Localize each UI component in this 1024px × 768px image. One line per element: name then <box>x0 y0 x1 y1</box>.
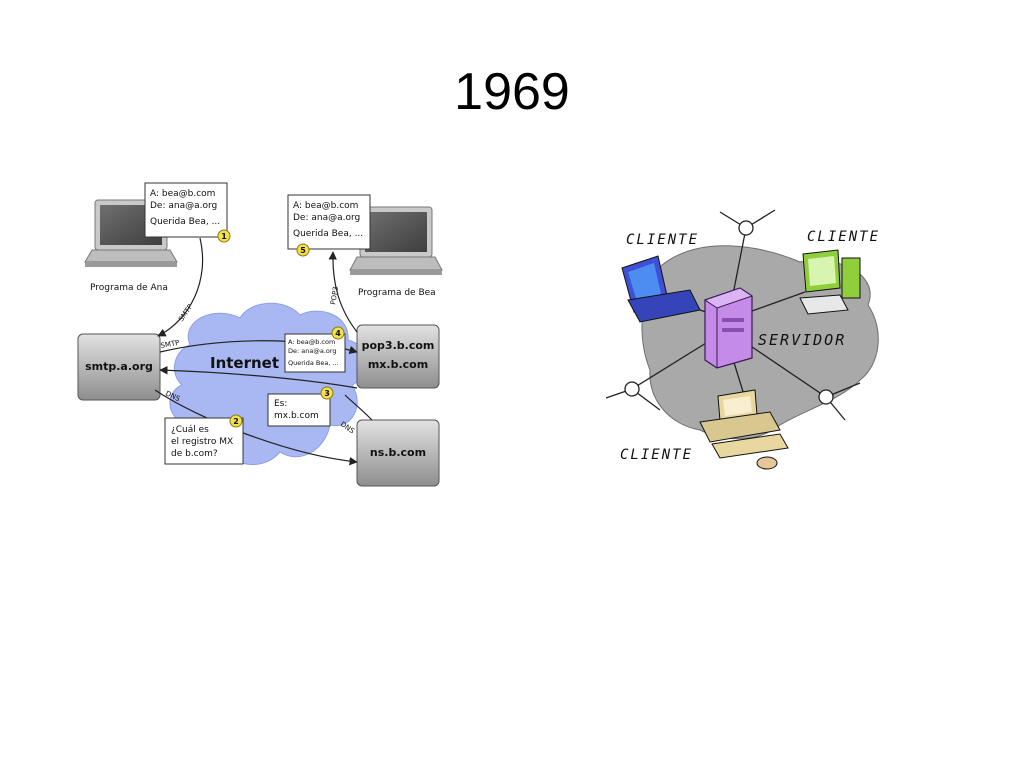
client-server-diagram: CLIENTE CLIENTE CLIENTE SERVIDOR <box>605 209 880 470</box>
note-3: Es: mx.b.com 3 <box>267 386 334 427</box>
note-4-line-1: A: bea@b.com <box>288 338 335 346</box>
note-4-line-3: Querida Bea, ... <box>288 359 339 367</box>
client-beige-computer-icon <box>699 389 789 470</box>
note-5: A: bea@b.com De: ana@a.org Querida Bea, … <box>287 194 371 257</box>
note-2-line-1: ¿Cuál es <box>171 425 209 435</box>
note-1-line-2: De: ana@a.org <box>150 201 217 211</box>
arrow-dns-query <box>154 389 358 466</box>
note-1: A: bea@b.com De: ana@a.org Querida Bea, … <box>144 182 231 243</box>
step-2-badge: 2 <box>233 417 239 426</box>
step-3-badge: 3 <box>324 389 330 398</box>
laptop-bea-label: Programa de Bea <box>358 288 436 298</box>
note-2: ¿Cuál es el registro MX de b.com? 2 <box>164 414 244 465</box>
note-1-line-3: Querida Bea, ... <box>150 217 220 227</box>
step-4-badge: 4 <box>335 329 341 338</box>
client-label-top-right: CLIENTE <box>807 229 880 245</box>
note-3-line-2: mx.b.com <box>274 411 319 421</box>
client-label-bottom: CLIENTE <box>620 447 693 463</box>
server-ns-label: ns.b.com <box>370 446 426 459</box>
note-2-line-2: el registro MX <box>171 437 233 447</box>
client-green-computer-icon <box>799 249 861 315</box>
note-3-line-1: Es: <box>274 399 287 409</box>
note-5-line-1: A: bea@b.com <box>293 201 358 211</box>
protocol-pop3: POP3 <box>329 286 340 306</box>
email-diagram: Internet Programa de Ana Programa de Bea… <box>77 182 443 487</box>
arrow-smtp-1 <box>157 237 204 337</box>
note-2-line-3: de b.com? <box>171 449 218 459</box>
note-4: A: bea@b.com De: ana@a.org Querida Bea, … <box>284 326 346 373</box>
arrow-pop3 <box>328 251 358 333</box>
client-label-top-left: CLIENTE <box>626 232 699 248</box>
internet-label: Internet <box>210 354 279 372</box>
client-blue-computer-icon <box>621 255 701 323</box>
laptop-bea-icon <box>349 206 443 275</box>
step-5-badge: 5 <box>300 246 306 255</box>
server-ns: ns.b.com <box>356 419 440 487</box>
note-5-line-3: Querida Bea, ... <box>293 229 363 239</box>
protocol-dns-2: DNS <box>339 420 356 436</box>
note-5-line-2: De: ana@a.org <box>293 213 360 223</box>
server-tower-icon <box>703 287 754 369</box>
server-pop3-label-1: pop3.b.com <box>362 339 435 352</box>
protocol-smtp-1: SMTP <box>177 303 194 323</box>
laptop-ana-label: Programa de Ana <box>90 283 168 293</box>
arrow-dns-reply <box>159 366 358 389</box>
note-4-line-2: De: ana@a.org <box>288 347 337 355</box>
step-1-badge: 1 <box>221 232 227 241</box>
note-1-line-1: A: bea@b.com <box>150 189 215 199</box>
arrow-dns-return <box>344 394 373 421</box>
network-node-right <box>818 389 834 405</box>
server-pop3: pop3.b.com mx.b.com <box>356 324 440 389</box>
network-node-top <box>738 220 754 236</box>
server-label: SERVIDOR <box>758 331 846 349</box>
network-node-left <box>624 381 640 397</box>
protocol-smtp-2: SMTP <box>160 339 180 350</box>
slide-title: 1969 <box>454 63 570 121</box>
server-smtp-label: smtp.a.org <box>85 360 153 373</box>
server-smtp: smtp.a.org <box>77 333 161 401</box>
server-pop3-label-2: mx.b.com <box>368 358 428 371</box>
